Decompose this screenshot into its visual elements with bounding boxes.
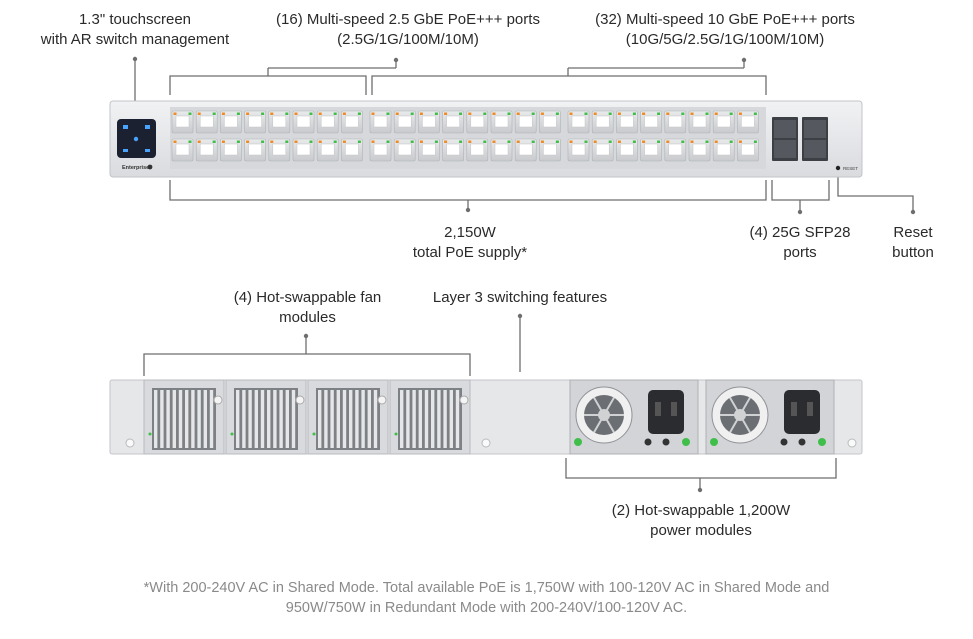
rj45-port[interactable] [341,138,363,162]
reset-button-callout: Reset button [892,224,934,261]
power-module[interactable] [569,379,699,455]
ports-2-5g-callout: (16) Multi-speed 2.5 GbE PoE+++ ports (2… [276,11,540,48]
rj45-port[interactable] [292,138,315,162]
rj45-port[interactable] [220,110,242,134]
rj45-port[interactable] [268,138,291,162]
rj45-port[interactable] [591,110,614,134]
rj45-port[interactable] [539,138,561,162]
rj45-port[interactable] [195,110,218,134]
power-modules [569,379,835,455]
rj45-port[interactable] [195,138,218,162]
reset-button[interactable] [835,165,841,171]
reset-label: RESET [843,166,858,171]
rj45-port[interactable] [490,110,513,134]
rj45-port[interactable] [171,110,194,134]
rj45-port[interactable] [220,138,242,162]
touchscreen-callout: 1.3" touchscreen with AR switch manageme… [40,11,230,48]
rj45-port[interactable] [393,110,416,134]
layer3-callout: Layer 3 switching features [432,289,608,306]
rj45-port[interactable] [567,138,590,162]
rj45-port[interactable] [268,110,291,134]
rj45-port[interactable] [616,138,638,162]
rj45-port[interactable] [171,138,194,162]
rj45-port[interactable] [640,110,662,134]
power-modules-callout: (2) Hot-swappable 1,200W power modules [611,502,791,539]
rj45-port[interactable] [640,138,662,162]
rj45-port[interactable] [688,138,711,162]
rj45-port[interactable] [616,110,638,134]
rj45-port[interactable] [490,138,513,162]
fan-modules-callout: (4) Hot-swappable fan modules [233,289,382,326]
rj45-port[interactable] [316,138,339,162]
rj45-port[interactable] [244,138,266,162]
rj45-port[interactable] [292,110,315,134]
brand-label: Enterprise [122,165,149,171]
rj45-port[interactable] [341,110,363,134]
rj45-port[interactable] [664,138,687,162]
power-module[interactable] [705,379,835,455]
rj45-port[interactable] [539,110,561,134]
rj45-port[interactable] [514,110,537,134]
rj45-port[interactable] [418,138,440,162]
poe-supply-callout: 2,150W total PoE supply* [412,224,528,261]
rj45-port[interactable] [737,138,759,162]
fan-module[interactable] [225,379,307,455]
fan-modules [143,379,471,455]
rj45-port[interactable] [244,110,266,134]
rj45-port[interactable] [567,110,590,134]
rj45-port[interactable] [466,138,489,162]
sfp28-callout: (4) 25G SFP28 ports [749,224,851,261]
sfp28-cages [772,117,828,161]
fan-module[interactable] [307,379,389,455]
rj45-port[interactable] [514,138,537,162]
rj45-port[interactable] [712,138,735,162]
rj45-port[interactable] [591,138,614,162]
rj45-port[interactable] [418,110,440,134]
rj45-port[interactable] [393,138,416,162]
rj45-port[interactable] [466,110,489,134]
rj45-port-array [171,110,759,162]
rj45-port[interactable] [442,138,464,162]
rj45-port[interactable] [664,110,687,134]
rj45-port[interactable] [369,110,392,134]
ports-10g-callout: (32) Multi-speed 10 GbE PoE+++ ports (10… [595,11,855,48]
rj45-port[interactable] [688,110,711,134]
rj45-port[interactable] [712,110,735,134]
rj45-port[interactable] [737,110,759,134]
fan-module[interactable] [389,379,471,455]
rj45-port[interactable] [316,110,339,134]
rj45-port[interactable] [369,138,392,162]
footnote: *With 200-240V AC in Shared Mode. Total … [143,580,830,616]
fan-module[interactable] [143,379,225,455]
rj45-port[interactable] [442,110,464,134]
